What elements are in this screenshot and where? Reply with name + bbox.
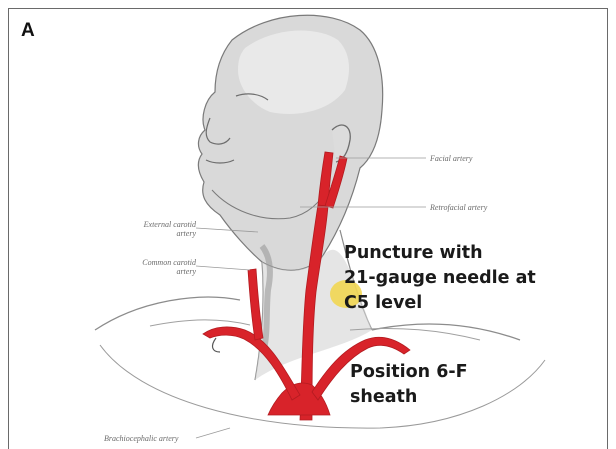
shoulder-right xyxy=(372,324,520,340)
retrofacial-artery-label: Retrofacial artery xyxy=(430,203,487,212)
external-carotid-label-line2: artery xyxy=(122,229,196,238)
puncture-callout-line1: Puncture with xyxy=(344,241,536,266)
common-carotid-label: Common carotid artery xyxy=(118,258,196,276)
sheath-callout-line2: sheath xyxy=(350,385,468,410)
sheath-callout: Position 6-F sheath xyxy=(350,360,468,410)
panel-letter: A xyxy=(21,20,35,42)
common-carotid-label-line1: Common carotid xyxy=(118,258,196,267)
puncture-callout-line2: 21-gauge needle at xyxy=(344,266,536,291)
external-carotid-label: External carotid artery xyxy=(122,220,196,238)
brachiocephalic-label: Brachiocephalic artery xyxy=(104,434,178,443)
external-carotid-label-line1: External carotid xyxy=(122,220,196,229)
shoulder-left xyxy=(95,297,240,330)
sketch-curl xyxy=(213,338,220,352)
puncture-callout: Puncture with 21-gauge needle at C5 leve… xyxy=(344,241,536,316)
clavicle-left xyxy=(150,320,250,326)
puncture-callout-line3: C5 level xyxy=(344,291,536,316)
right-common-carotid xyxy=(248,269,263,340)
facial-artery-label: Facial artery xyxy=(430,154,472,163)
head-highlight xyxy=(238,31,349,114)
common-carotid-label-line2: artery xyxy=(118,267,196,276)
sheath-callout-line1: Position 6-F xyxy=(350,360,468,385)
